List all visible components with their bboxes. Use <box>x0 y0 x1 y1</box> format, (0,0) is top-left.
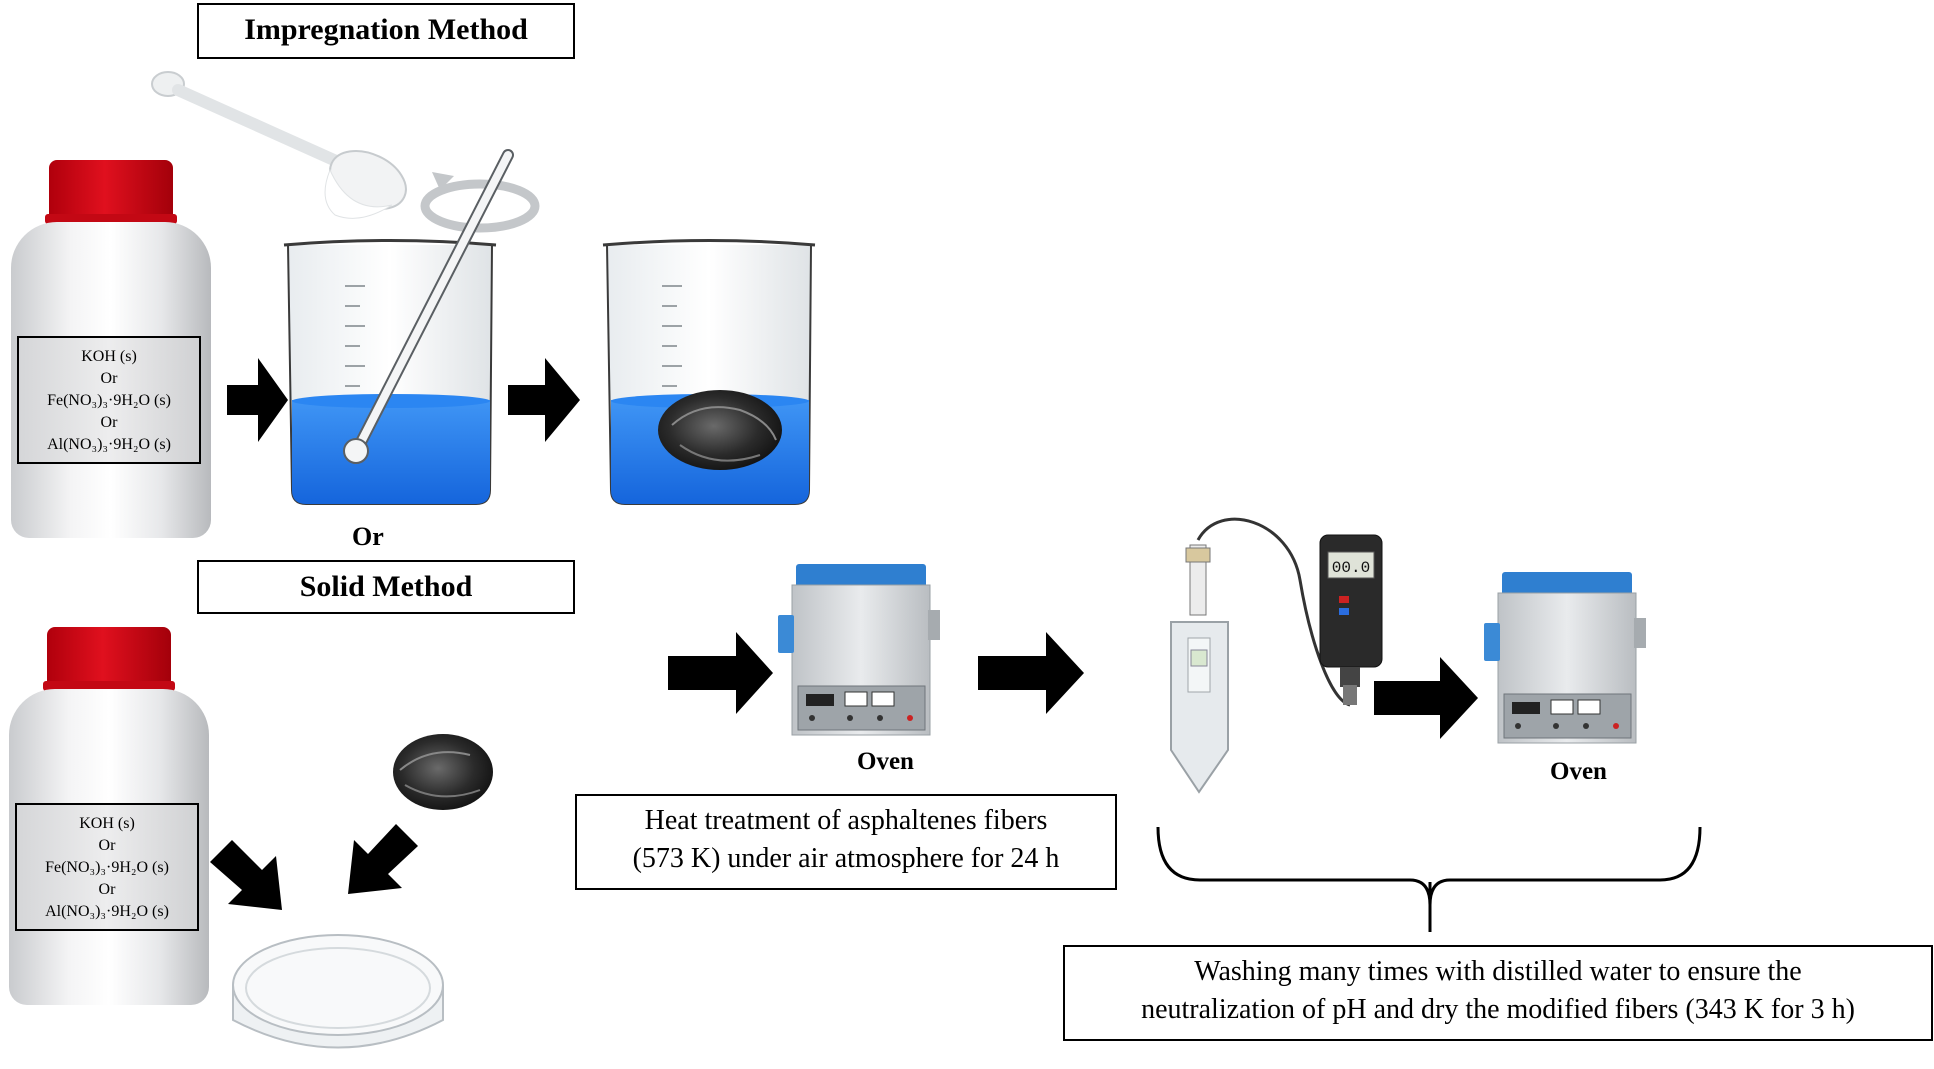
beaker-with-stirrer <box>283 149 514 505</box>
heat-treatment-box: Heat treatment of asphaltenes fibers (57… <box>575 794 1117 890</box>
reagent-line-5: Al(NO₃)₃·9H₂O (s) <box>45 903 169 920</box>
washing-line-1: Washing many times with distilled water … <box>1194 956 1802 987</box>
reagent-line-1: KOH (s) <box>79 815 135 832</box>
ph-meter-icon <box>1319 534 1383 705</box>
arrow-to-oven-1 <box>668 632 773 714</box>
washing-line-2: neutralization of pH and dry the modifie… <box>1141 994 1855 1025</box>
oven-icon-1 <box>778 564 940 736</box>
reagent-line-3: Fe(NO₃)₃·9H₂O (s) <box>47 392 171 409</box>
reagent-label: KOH (s) Or Fe(NO₃)₃·9H₂O (s) Or Al(NO₃)₃… <box>15 803 199 931</box>
reagent-line-1: KOH (s) <box>81 348 137 365</box>
fibers-solid-method <box>393 734 493 810</box>
oven-label-2: Oven <box>1550 758 1607 785</box>
or-label: Or <box>352 522 384 551</box>
reagent-line-4: Or <box>100 414 118 431</box>
reagent-line-4: Or <box>98 881 116 898</box>
washing-box: Washing many times with distilled water … <box>1063 945 1933 1041</box>
arrow-right-1 <box>227 358 288 442</box>
reagent-line-2: Or <box>98 837 116 854</box>
spoon-icon <box>151 71 407 219</box>
ph-probe-icon <box>1170 517 1351 794</box>
heat-treatment-line-2: (573 K) under air atmosphere for 24 h <box>632 843 1060 874</box>
stir-rotation-icon <box>420 172 540 233</box>
ph-meter-display: 00.0 <box>1332 559 1370 577</box>
oven-label-1: Oven <box>857 748 914 775</box>
reagent-line-3: Fe(NO₃)₃·9H₂O (s) <box>45 859 169 876</box>
solid-method-title: Solid Method <box>197 560 575 614</box>
reagent-label: KOH (s) Or Fe(NO₃)₃·9H₂O (s) Or Al(NO₃)₃… <box>17 336 201 464</box>
arrow-diag-down-left <box>348 824 418 894</box>
arrow-right-2 <box>508 358 580 442</box>
bottle-cap <box>43 627 175 691</box>
heat-treatment-line-1: Heat treatment of asphaltenes fibers <box>644 805 1048 836</box>
reagent-line-2: Or <box>100 370 118 387</box>
reagent-line-5: Al(NO₃)₃·9H₂O (s) <box>47 436 171 453</box>
asphaltene-fibers <box>658 390 782 470</box>
petri-dish-icon <box>232 934 444 1049</box>
reagent-bottle-top: KOH (s) Or Fe(NO₃)₃·9H₂O (s) Or Al(NO₃)₃… <box>11 160 211 540</box>
impregnation-method-title: Impregnation Method <box>197 3 575 59</box>
beaker-with-fibers <box>602 239 816 505</box>
bottle-cap <box>45 160 177 224</box>
reagent-bottle-bottom: KOH (s) Or Fe(NO₃)₃·9H₂O (s) Or Al(NO₃)₃… <box>9 627 209 1007</box>
arrow-to-washing <box>978 632 1084 714</box>
arrow-to-oven-2 <box>1374 657 1478 739</box>
arrow-diag-down-right <box>210 840 282 910</box>
oven-icon-2 <box>1484 572 1646 744</box>
